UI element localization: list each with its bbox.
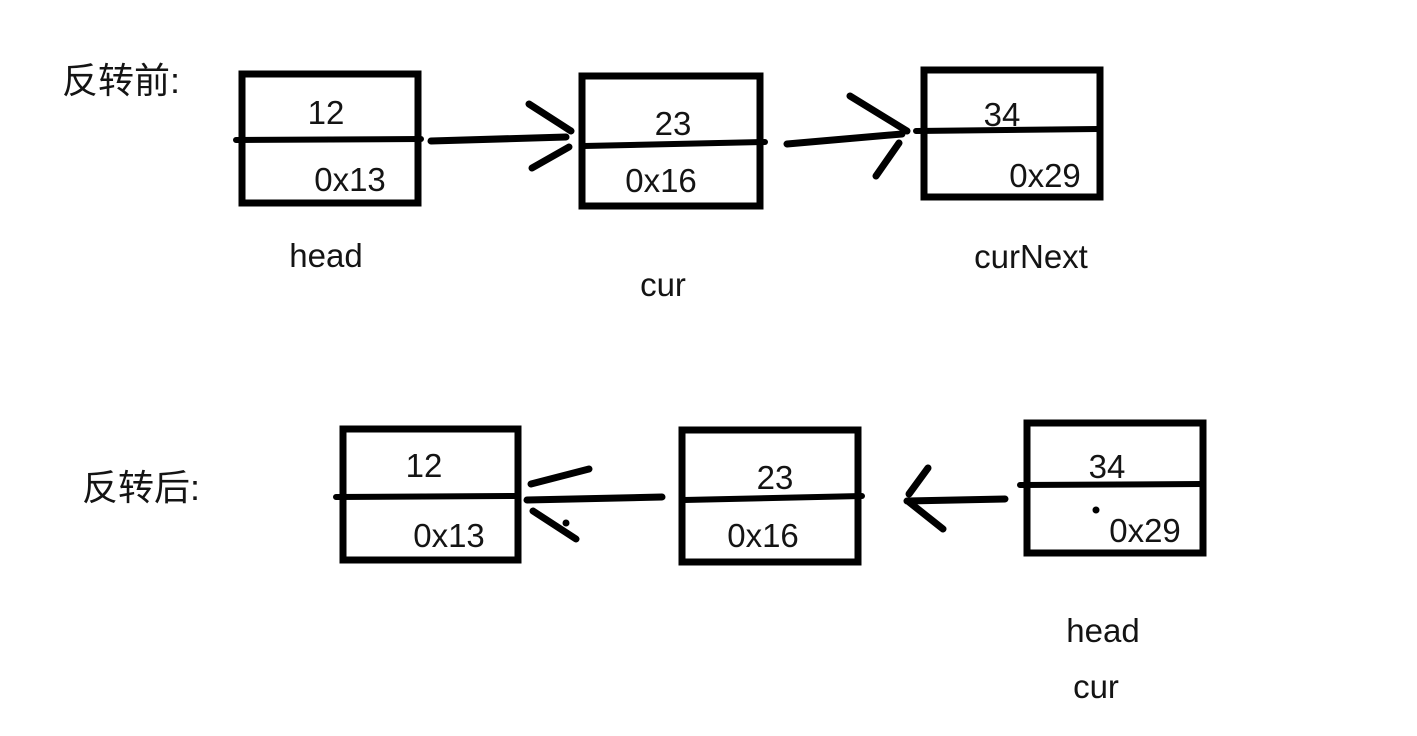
stray-ink-dot (562, 519, 570, 527)
node-box (1023, 419, 1207, 557)
list-node-after-3: 34 0x29 (1017, 419, 1207, 557)
list-node-after-2: 23 0x16 (678, 426, 865, 566)
node-value: 23 (655, 105, 692, 142)
node-address: 0x16 (625, 162, 697, 199)
next-arrow-right-icon (783, 92, 911, 180)
list-node-before-3: 34 0x29 (913, 66, 1104, 201)
pointer-label-cur: cur (640, 266, 686, 303)
node-value: 23 (757, 459, 794, 496)
section-before-label: 反转前: (62, 60, 180, 101)
next-arrow-left-icon (523, 465, 666, 543)
next-arrow-left-icon (903, 464, 1009, 533)
section-before: 反转前: 12 0x13 head 23 0x16 c (62, 60, 1104, 303)
node-divider (681, 493, 865, 503)
next-arrow-right-icon (427, 100, 575, 172)
node-value: 12 (308, 94, 345, 131)
node-divider (233, 136, 424, 143)
section-after: 反转后: 12 0x13 23 0x16 (82, 419, 1207, 705)
node-divider (1017, 481, 1204, 488)
pointer-label-head: head (289, 237, 362, 274)
node-address: 0x29 (1109, 512, 1181, 549)
list-node-before-2: 23 0x16 (578, 72, 768, 210)
pointer-label-head: head (1066, 612, 1139, 649)
node-value: 34 (984, 96, 1021, 133)
pointer-label-cur: cur (1073, 668, 1119, 705)
list-node-after-1: 12 0x13 (333, 425, 522, 564)
node-value: 34 (1089, 448, 1126, 485)
node-divider (581, 139, 768, 149)
pointer-label-curnext: curNext (974, 238, 1088, 275)
node-address: 0x29 (1009, 157, 1081, 194)
node-address: 0x13 (413, 517, 485, 554)
node-address: 0x16 (727, 517, 799, 554)
node-value: 12 (406, 447, 443, 484)
node-address: 0x13 (314, 161, 386, 198)
section-after-label: 反转后: (82, 467, 200, 508)
list-node-before-1: 12 0x13 (233, 70, 424, 207)
node-divider (333, 493, 521, 500)
stray-ink-dot (1092, 506, 1100, 514)
node-divider (913, 126, 1101, 134)
